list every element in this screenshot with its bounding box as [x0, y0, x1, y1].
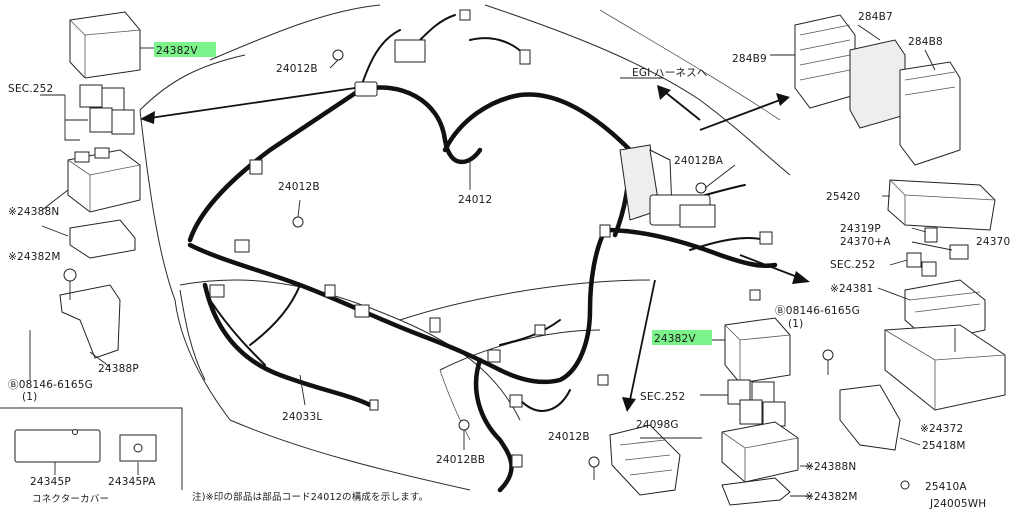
label-24319p[interactable]: 24319P — [840, 223, 881, 235]
label-284b9[interactable]: 284B9 — [732, 53, 767, 65]
label-24012[interactable]: 24012 — [458, 194, 492, 206]
label-25420[interactable]: 25420 — [826, 191, 860, 203]
label-24012ba[interactable]: 24012BA — [674, 155, 724, 167]
harness-24012 — [187, 14, 778, 493]
label-24012bb[interactable]: 24012BB — [436, 454, 485, 466]
label-bolt-right[interactable]: Ⓑ08146-6165G — [775, 305, 860, 317]
label-24345p[interactable]: 24345P — [30, 476, 71, 488]
ipdm-group — [794, 14, 961, 166]
clips — [292, 49, 707, 431]
label-sec252-right[interactable]: SEC.252 — [830, 259, 875, 271]
label-24382m-left[interactable]: ※24382M — [8, 251, 61, 263]
connector-cover-inset — [0, 407, 183, 490]
label-bolt-right-qty: (1) — [788, 318, 803, 330]
label-24012b-mid[interactable]: 24012B — [278, 181, 320, 193]
label-sec252-bottom[interactable]: SEC.252 — [640, 391, 685, 403]
label-24381[interactable]: ※24381 — [830, 283, 873, 295]
label-24388n-bottom[interactable]: ※24388N — [805, 461, 856, 473]
label-bolt-left[interactable]: Ⓑ08146-6165G — [8, 379, 93, 391]
footnote: 注)※印の部品は部品コード24012の構成を示します。 — [192, 491, 428, 503]
body-outline — [139, 4, 791, 491]
harness-connectors — [209, 9, 773, 468]
label-24388p[interactable]: 24388P — [98, 363, 139, 375]
label-24388n-left[interactable]: ※24388N — [8, 206, 59, 218]
label-24382m-bottom[interactable]: ※24382M — [805, 491, 858, 503]
label-24012b-bottom[interactable]: 24012B — [548, 431, 590, 443]
label-bolt-left-qty: (1) — [22, 391, 37, 403]
label-284b7[interactable]: 284B7 — [858, 11, 893, 23]
leader-lines — [29, 24, 953, 497]
highlight-24382v-top — [154, 42, 216, 57]
label-25418m[interactable]: 25418M — [922, 440, 966, 452]
harness-24033l — [202, 282, 373, 408]
label-284b8[interactable]: 284B8 — [908, 36, 943, 48]
label-24033l[interactable]: 24033L — [282, 411, 322, 423]
label-sec252-top[interactable]: SEC.252 — [8, 83, 53, 95]
label-24345pa[interactable]: 24345PA — [108, 476, 156, 488]
label-egi: EGI ハーネスへ — [632, 67, 708, 79]
label-connector-cover: コネクターカバー — [32, 494, 109, 505]
label-24012b-top[interactable]: 24012B — [276, 63, 318, 75]
left-relay-group — [40, 11, 141, 359]
label-24372[interactable]: ※24372 — [920, 423, 963, 435]
label-24382v-bottom[interactable]: 24382V — [654, 333, 696, 345]
diagram-id: J24005WH — [929, 498, 986, 510]
right-fuse-group — [822, 179, 1006, 490]
label-24382v-top[interactable]: 24382V — [156, 45, 198, 57]
highlight-24382v-bottom — [652, 330, 712, 345]
ecm-module — [619, 144, 716, 228]
arrows — [140, 85, 810, 412]
label-24370a[interactable]: 24370+A — [840, 236, 891, 248]
label-25410a[interactable]: 25410A — [925, 481, 967, 493]
label-24370[interactable]: 24370 — [976, 236, 1010, 248]
bottom-relay-group — [588, 317, 799, 506]
label-24098g[interactable]: 24098G — [636, 419, 679, 431]
